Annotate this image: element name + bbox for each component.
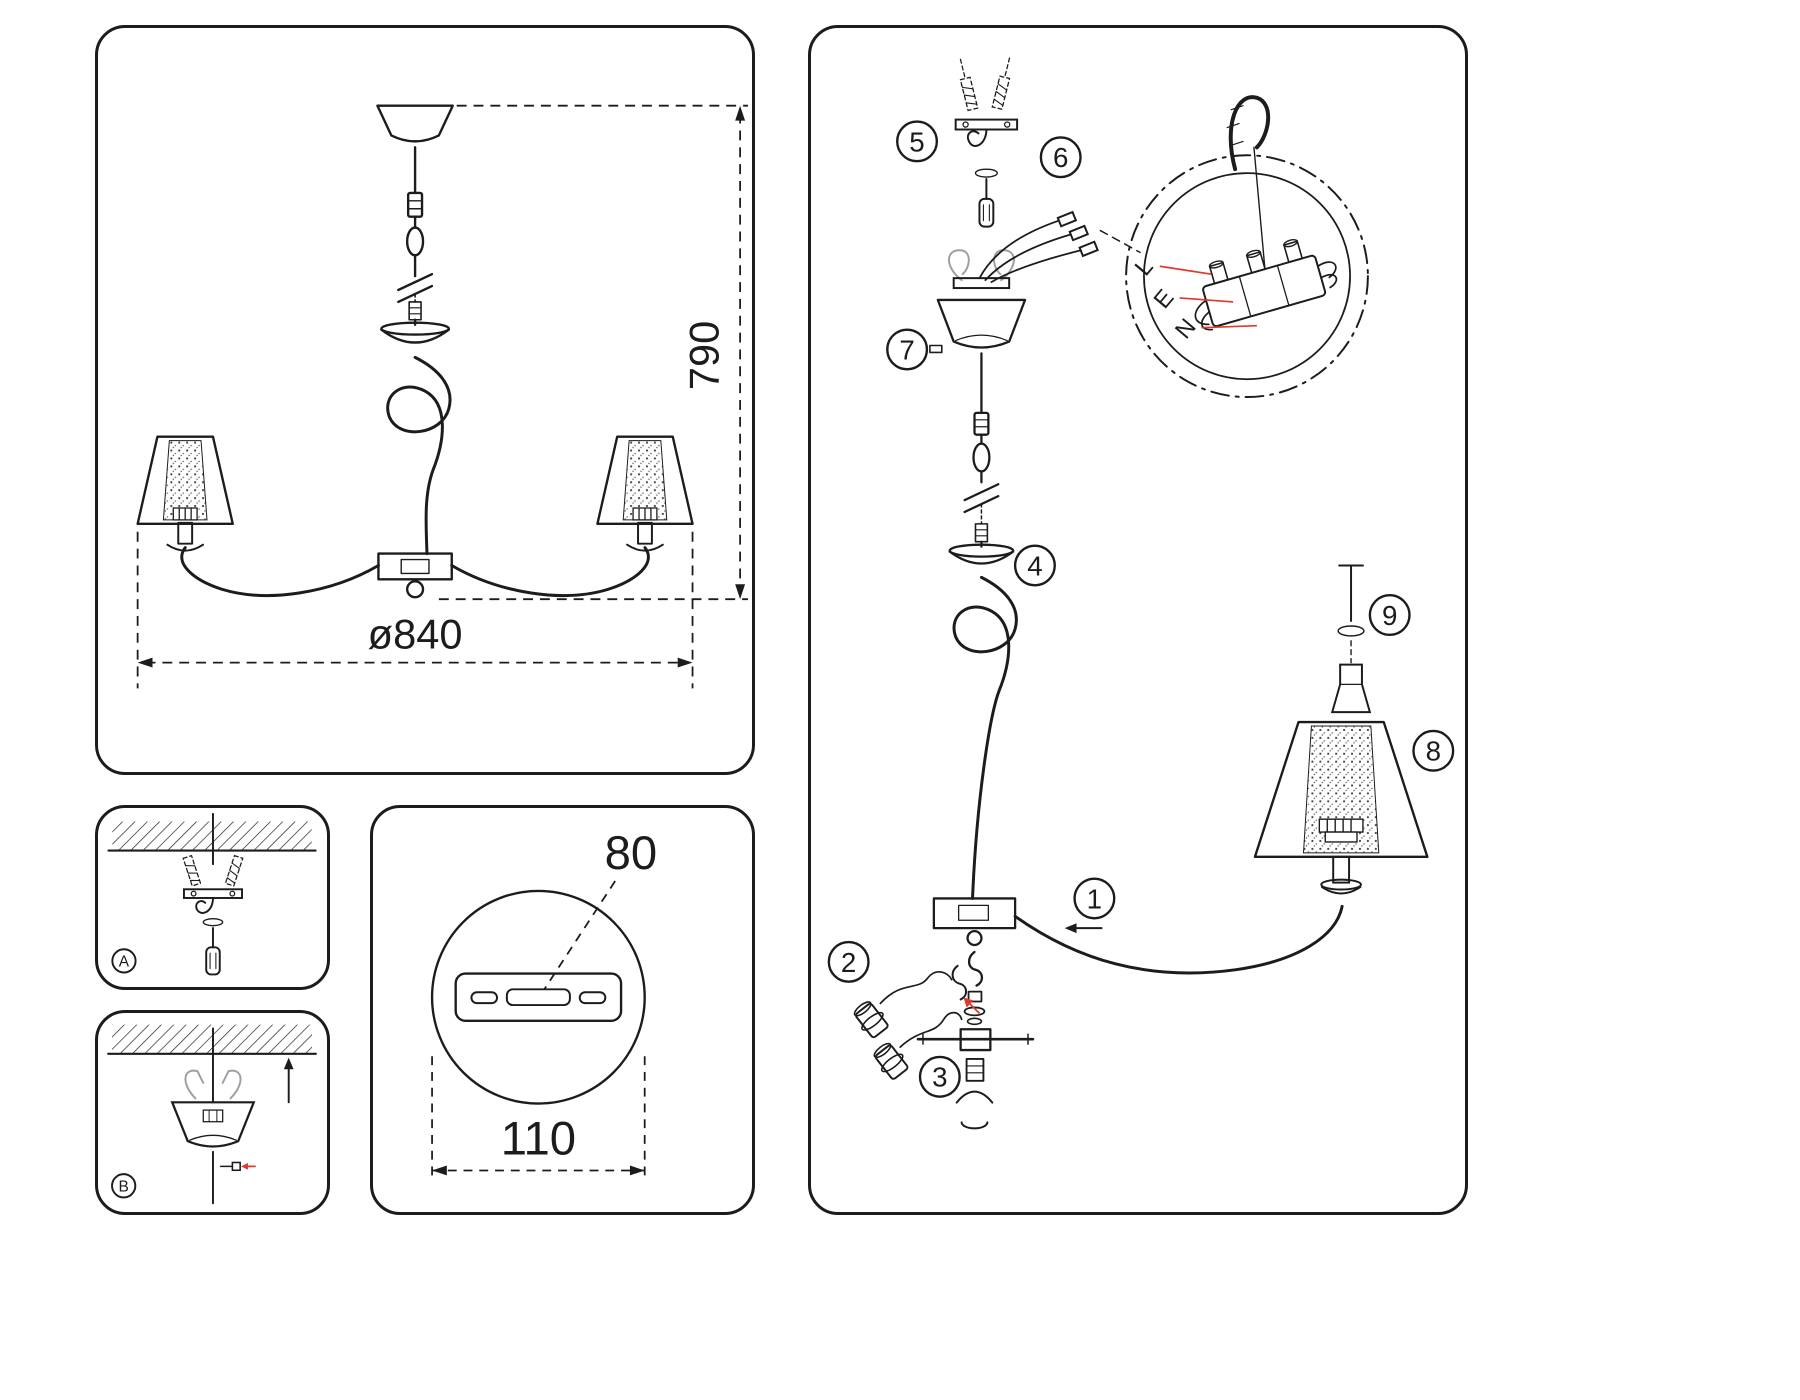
lamp-holders bbox=[853, 964, 968, 1080]
shade-sockets bbox=[172, 507, 658, 521]
variant-a-label: A bbox=[119, 954, 130, 971]
step-6-badge: 6 bbox=[1039, 136, 1082, 179]
step-1-number: 1 bbox=[1087, 883, 1102, 914]
step-3-number: 3 bbox=[932, 1062, 947, 1093]
shade-fixing-pin bbox=[1330, 564, 1372, 714]
break-symbol bbox=[397, 272, 434, 292]
step-5-number: 5 bbox=[909, 126, 924, 157]
s-hook bbox=[951, 964, 968, 1001]
step-4-number: 4 bbox=[1027, 550, 1042, 581]
step-1-badge: 1 bbox=[1073, 877, 1116, 920]
bracket-mounting-drawing: B bbox=[107, 1024, 317, 1205]
exploded-assembly-drawing: L E N bbox=[827, 57, 1455, 1130]
right-slot bbox=[578, 991, 607, 1005]
center-ball bbox=[405, 580, 425, 599]
hook-direction-arrow bbox=[963, 997, 981, 1014]
cable-tie bbox=[1228, 95, 1271, 172]
step-8-badge: 8 bbox=[1412, 729, 1455, 772]
variant-a-badge bbox=[111, 948, 137, 974]
detail-callout-circle bbox=[1125, 154, 1369, 399]
dimension-arrows bbox=[137, 105, 746, 668]
panel-assembly-steps: L E N bbox=[808, 25, 1468, 1215]
arm-wave bbox=[1013, 904, 1344, 975]
step-7-number: 7 bbox=[899, 334, 914, 365]
right-shade-glass bbox=[622, 440, 668, 521]
step-2-badge: 2 bbox=[827, 940, 870, 983]
step-6-number: 6 bbox=[1053, 142, 1068, 173]
chain-link bbox=[972, 442, 991, 473]
panel-mounting-variant-a: A bbox=[95, 805, 330, 990]
step-5-badge: 5 bbox=[896, 120, 939, 163]
step-8-number: 8 bbox=[1426, 736, 1441, 767]
panel-mounting-variant-b: B bbox=[95, 1010, 330, 1215]
panel-overview-dimensions: 790 ø840 bbox=[95, 25, 755, 775]
plate-dimension-lines bbox=[431, 880, 646, 1183]
panel-plate-detail: 80 110 bbox=[370, 805, 755, 1215]
canopy-mounting bbox=[107, 1027, 317, 1205]
center-body-and-arm bbox=[916, 897, 1344, 1130]
rotate-arrow bbox=[1337, 625, 1365, 637]
left-slot bbox=[470, 991, 499, 1005]
arm-insert-arrow bbox=[1064, 923, 1103, 934]
canopy-screw bbox=[929, 344, 943, 354]
ceiling-hatch bbox=[112, 821, 312, 851]
rotate-arrow bbox=[202, 918, 224, 927]
hook-mounting-drawing: A bbox=[107, 812, 317, 976]
center-hub bbox=[932, 897, 1017, 930]
right-shade-outline bbox=[596, 435, 694, 526]
right-arm bbox=[450, 546, 650, 597]
step-2-number: 2 bbox=[841, 947, 856, 978]
tighten-screw-arrow bbox=[241, 1162, 256, 1170]
chain-link bbox=[405, 226, 425, 257]
diameter-dimension-label: ø840 bbox=[368, 611, 463, 658]
up-arrowhead bbox=[283, 1057, 294, 1070]
step-7-badge: 7 bbox=[886, 328, 929, 371]
variant-b-badge bbox=[111, 1173, 137, 1199]
plate-dimension-arrows bbox=[432, 1165, 645, 1176]
slot-dimension-label: 80 bbox=[605, 827, 658, 880]
decorative-loop-wire bbox=[386, 355, 452, 556]
canopy-and-suspension bbox=[929, 298, 1027, 900]
ceiling-hook-hardware bbox=[954, 57, 1019, 228]
step-4-badge: 4 bbox=[1013, 544, 1056, 587]
neutral-wire-label: N bbox=[1170, 314, 1202, 345]
height-dimension-label: 790 bbox=[680, 321, 727, 390]
wiring-detail bbox=[1125, 95, 1369, 399]
dimension-lines bbox=[136, 104, 749, 689]
terminal-block bbox=[1194, 239, 1338, 331]
glass-shade bbox=[1253, 720, 1429, 859]
step-9-number: 9 bbox=[1382, 600, 1397, 631]
variant-b-label: B bbox=[118, 1179, 128, 1196]
mounting-plate-drawing: 80 110 bbox=[430, 827, 658, 1183]
ceiling-canopy bbox=[376, 104, 454, 143]
step-9-badge: 9 bbox=[1368, 594, 1411, 637]
hook-hardware bbox=[107, 812, 317, 976]
live-wire-label: L bbox=[1130, 254, 1159, 281]
chandelier-body bbox=[136, 104, 694, 599]
screwdriver bbox=[978, 197, 995, 228]
step-badges: 5 6 7 4 9 bbox=[827, 120, 1455, 1098]
center-slot bbox=[505, 988, 571, 1007]
plate-dimension-label: 110 bbox=[501, 1113, 576, 1166]
chandelier-dimension-drawing: 790 ø840 bbox=[136, 104, 749, 689]
left-shade-glass bbox=[162, 440, 208, 521]
decorative-loop-wire bbox=[952, 575, 1018, 900]
center-hub bbox=[377, 552, 453, 581]
shade-socket bbox=[1318, 818, 1364, 895]
earth-wire-label: E bbox=[1149, 284, 1180, 314]
step-3-badge: 3 bbox=[918, 1055, 961, 1098]
left-arm bbox=[180, 546, 380, 597]
detail-circle bbox=[430, 889, 646, 1105]
screwdriver bbox=[205, 946, 221, 976]
left-shade-outline bbox=[136, 435, 234, 526]
wire-label-leaders bbox=[1159, 265, 1257, 329]
mounting-bracket-and-wires bbox=[948, 210, 1141, 290]
mounting-plate bbox=[454, 972, 623, 1023]
